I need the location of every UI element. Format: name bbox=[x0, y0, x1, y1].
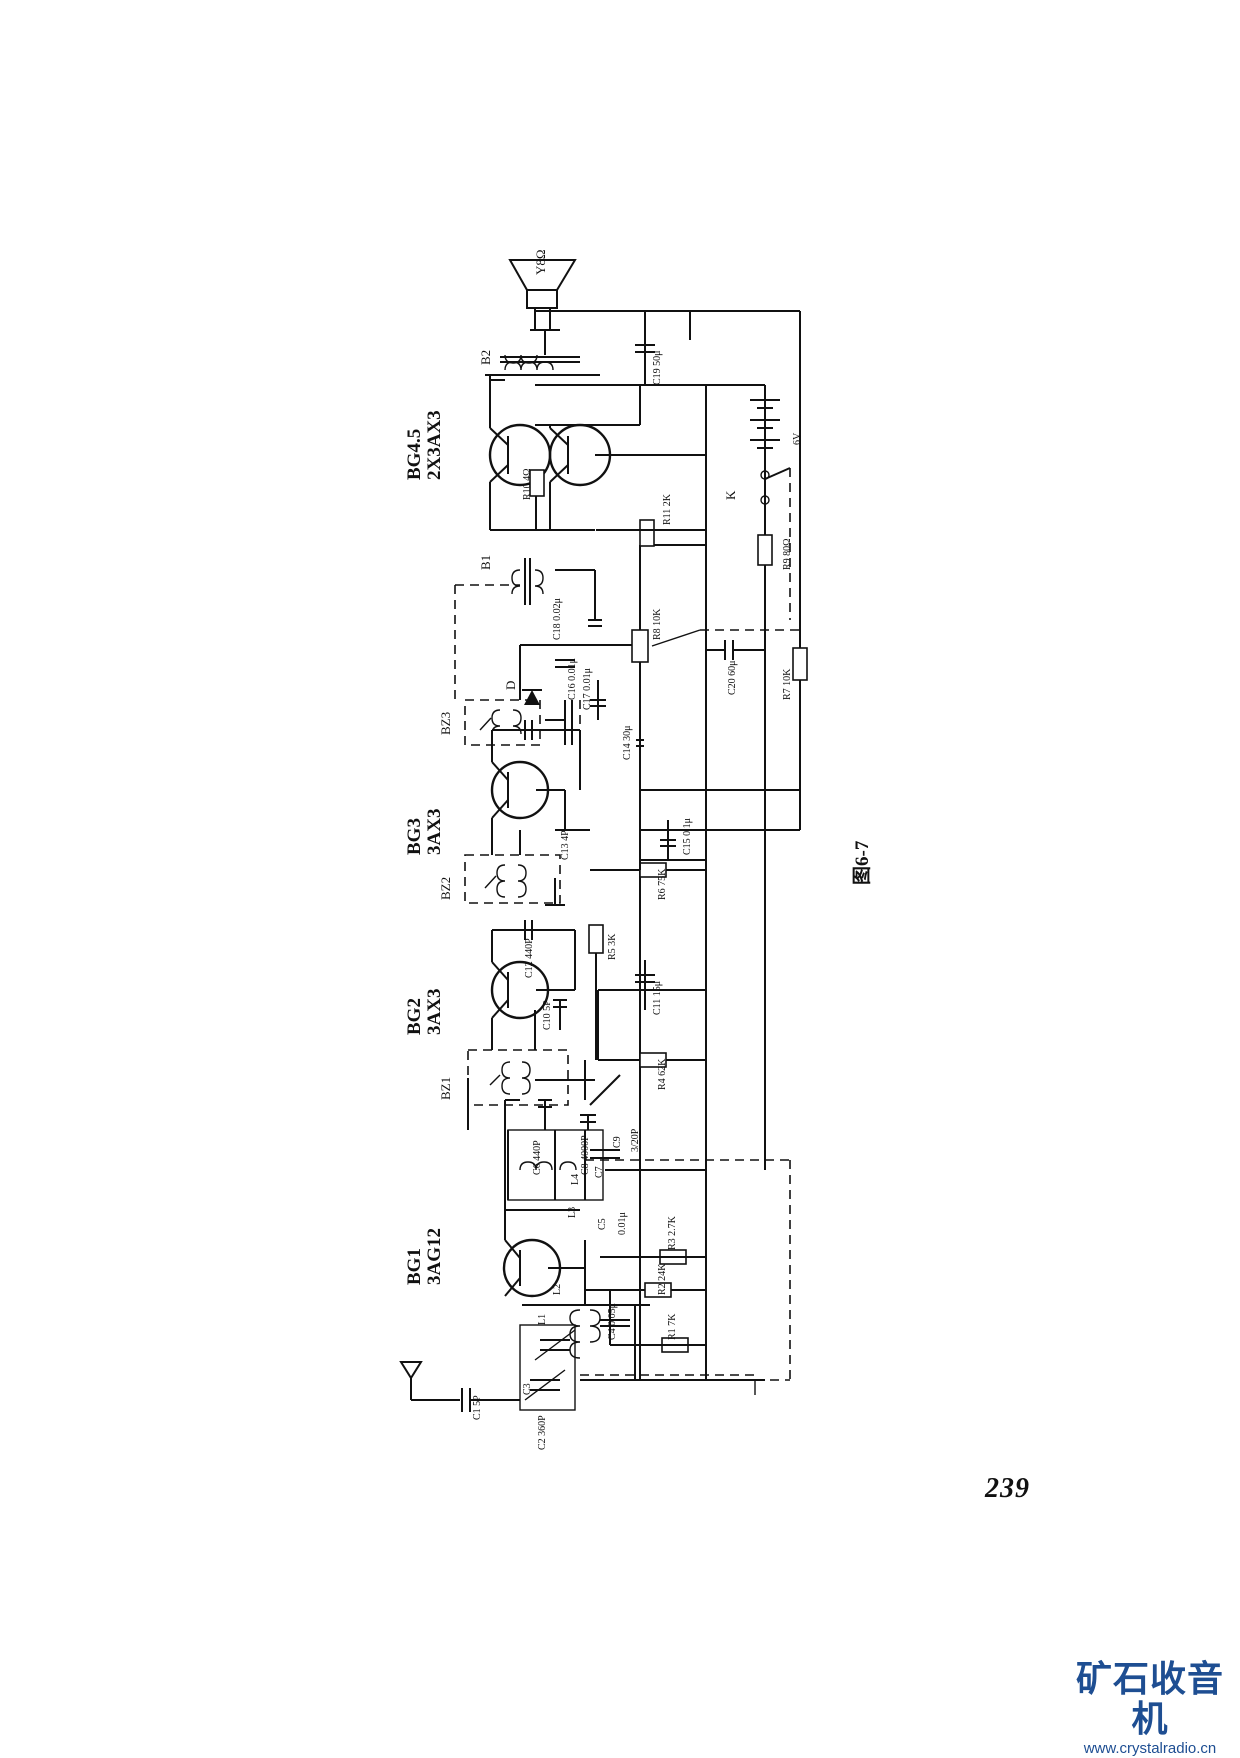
c5-label: C5 bbox=[597, 1218, 608, 1230]
c5-value-label: 0.01μ bbox=[617, 1212, 628, 1235]
c3-label: C3 bbox=[522, 1383, 533, 1395]
push-pull-bias bbox=[490, 385, 706, 547]
bg3-emitter-network bbox=[636, 660, 800, 870]
c7-label: C7 bbox=[594, 1166, 605, 1178]
r6-label: R6 75K bbox=[657, 868, 668, 900]
l3-label: L3 bbox=[567, 1207, 578, 1218]
c6-label: C6 440P bbox=[532, 1140, 543, 1175]
r9-resistor bbox=[757, 500, 773, 590]
r7-label: R7 10K bbox=[782, 668, 793, 700]
c12-label: C12 440P bbox=[524, 938, 535, 978]
battery-icon bbox=[750, 385, 780, 470]
b2-output-transformer bbox=[485, 329, 600, 381]
bg2-label: BG2 bbox=[404, 998, 425, 1035]
l4-label: L4 bbox=[570, 1174, 581, 1185]
speaker-label: Y8Ω bbox=[533, 249, 548, 275]
watermark-url: www.crystalradio.cn bbox=[1083, 1740, 1217, 1757]
transistor-labels: BG4.5 2X3AX3 BG3 3AX3 BG2 3AX3 BG1 3AG12 bbox=[404, 410, 445, 1285]
c17-label: C17 0.01μ bbox=[582, 668, 593, 710]
bz1-label: BZ1 bbox=[438, 1077, 453, 1100]
bg2-emitter-network bbox=[588, 924, 706, 1068]
bg3-transistor bbox=[490, 730, 590, 855]
l2-label: L2 bbox=[552, 1284, 563, 1295]
bg3-neutralization bbox=[492, 720, 581, 790]
bg1-type-label: 3AG12 bbox=[424, 1228, 445, 1285]
r3-label: R3 2.7K bbox=[667, 1215, 678, 1250]
c4-label: C4 0.05μ bbox=[607, 1303, 618, 1340]
r9-label: R9 80Ω bbox=[782, 538, 793, 570]
r1-label: R1 7K bbox=[667, 1313, 678, 1340]
c13-label: C13 4P bbox=[560, 830, 571, 860]
r10-label: R10 4Ω bbox=[522, 468, 533, 500]
switch-label: K bbox=[723, 490, 738, 500]
bz3-if-transformer bbox=[464, 645, 581, 746]
watermark-text: 矿石收音机 bbox=[1075, 1659, 1224, 1740]
bg1-bias-network bbox=[585, 1249, 706, 1353]
c10-label: C10 5P bbox=[542, 1000, 553, 1030]
c15-label: C15 0.1μ bbox=[682, 818, 693, 855]
bg3-label: BG3 bbox=[404, 818, 425, 855]
b1-label: B1 bbox=[478, 555, 493, 570]
c2-label: C2 360P bbox=[537, 1415, 548, 1450]
battery-label: 6V bbox=[792, 432, 803, 445]
bg2-transistor bbox=[490, 930, 575, 1050]
b1-driver-transformer bbox=[454, 558, 602, 700]
c9-label: C9 bbox=[612, 1136, 623, 1148]
bg5-transistor bbox=[548, 423, 612, 530]
bg45-label: BG4.5 bbox=[404, 429, 425, 480]
component-labels: C1 5P C2 360P C3 C4 0.05μ C5 0.01μ C6 44… bbox=[472, 350, 803, 1450]
power-switch-icon bbox=[760, 467, 791, 620]
c19-label: C19 50μ bbox=[652, 350, 663, 385]
bg2-type-label: 3AX3 bbox=[424, 989, 445, 1035]
oscillator-tank bbox=[504, 1074, 706, 1210]
bg45-type-label: 2X3AX3 bbox=[424, 410, 445, 480]
speaker-icon bbox=[508, 259, 577, 330]
r11-label: R11 2K bbox=[662, 493, 673, 525]
bz3-label: BZ3 bbox=[438, 712, 453, 735]
c1-label: C1 5P bbox=[472, 1395, 483, 1420]
transformer-labels: BZ3 BZ2 BZ1 B1 B2 Y8Ω bbox=[438, 249, 548, 1100]
c11-label: C11 15μ bbox=[652, 981, 663, 1015]
c9-value-label: 3/20P bbox=[630, 1128, 641, 1152]
c8-label: C8 4000P bbox=[580, 1135, 591, 1175]
c14-label: C14 30μ bbox=[622, 725, 633, 760]
c18-label: C18 0.02μ bbox=[552, 598, 563, 640]
r4-label: R4 62K bbox=[657, 1058, 668, 1090]
detector-circuit bbox=[520, 629, 800, 830]
bz1-if-transformer bbox=[467, 1010, 595, 1130]
page-number: 239 bbox=[985, 1473, 1030, 1504]
watermark: 矿石收音机 www.crystalradio.cn bbox=[1060, 1660, 1240, 1758]
oscillator-feedback-dashed bbox=[580, 1159, 791, 1381]
bg2-neutralization bbox=[492, 920, 576, 990]
bz2-label: BZ2 bbox=[438, 877, 453, 900]
c16-label: C16 0.01μ bbox=[567, 658, 578, 700]
antenna-input-circuit bbox=[399, 1240, 650, 1412]
bg1-label: BG1 bbox=[404, 1248, 425, 1285]
agc-feedback bbox=[640, 630, 808, 831]
diode-label: D bbox=[503, 681, 518, 690]
c19-electrolytic bbox=[635, 311, 691, 385]
l1-label: L1 bbox=[537, 1314, 548, 1325]
bg1-transistor bbox=[502, 1209, 586, 1298]
bg4-transistor bbox=[488, 380, 552, 530]
bg3-type-label: 3AX3 bbox=[424, 809, 445, 855]
bz2-if-transformer bbox=[464, 830, 706, 906]
c20-label: C20 60μ bbox=[727, 660, 738, 695]
b2-label: B2 bbox=[478, 350, 493, 365]
r8-label: R8 10K bbox=[652, 608, 663, 640]
r2-label: R2 24K bbox=[657, 1263, 668, 1295]
r5-label: R5 3K bbox=[607, 933, 618, 960]
figure-caption: 图6-7 bbox=[851, 840, 873, 885]
